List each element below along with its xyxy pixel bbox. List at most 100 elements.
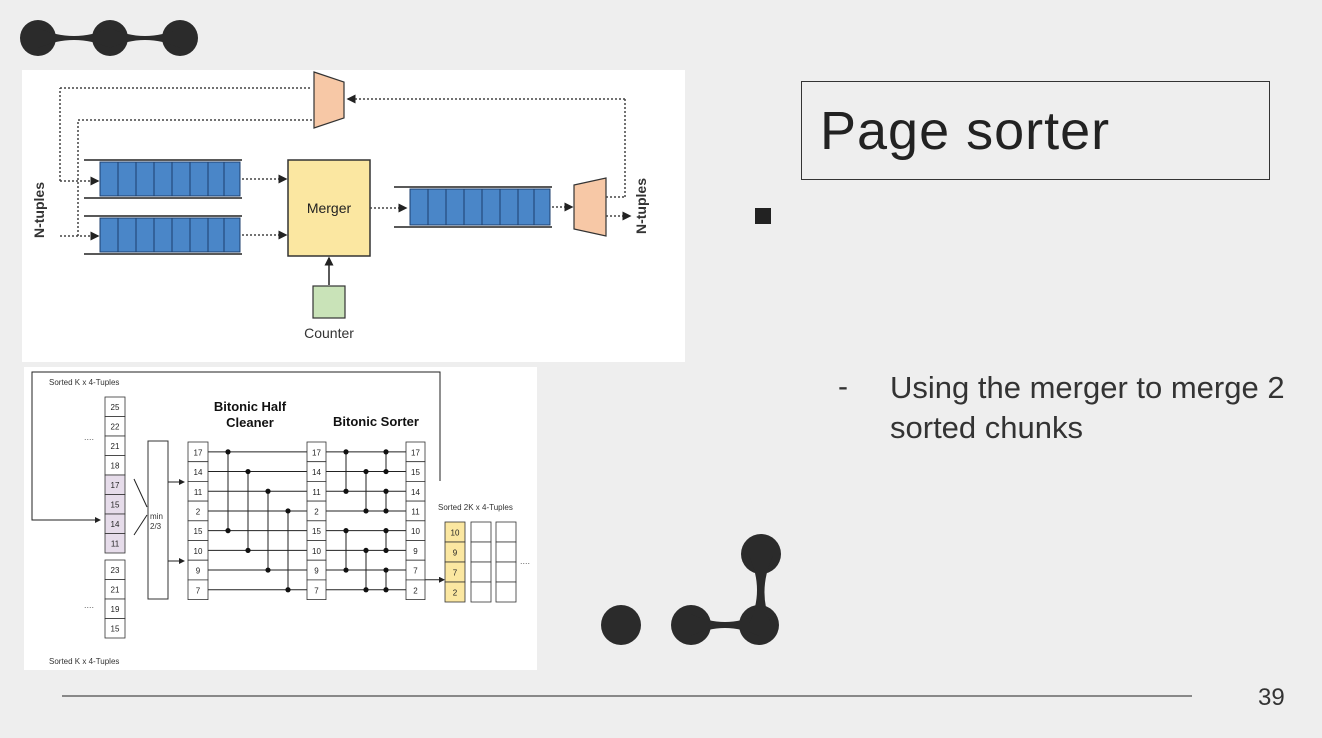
output-demux [573, 177, 607, 237]
sorter-output-value: 10 [411, 527, 420, 536]
sub-bullet-text: Using the merger to merge 2 sorted chunk… [890, 370, 1285, 445]
comparator-node [343, 449, 349, 455]
decorative-dots-top [20, 20, 198, 56]
comparator-node [363, 468, 369, 475]
bullet-square-icon [755, 208, 771, 224]
comparator-node [285, 587, 291, 593]
comparator-node [343, 567, 349, 573]
input-tuple-value: 11 [111, 540, 120, 549]
comparator-node [343, 528, 349, 534]
half-cleaner-label-2: Cleaner [226, 415, 274, 430]
input-tuple-cell [104, 618, 126, 639]
half-cleaner-input-cell [187, 579, 209, 600]
sorter-output-cell [405, 579, 426, 600]
merged-output-cell [444, 581, 466, 603]
sorter-output-value: 2 [413, 586, 418, 595]
empty-output-cell [470, 541, 492, 563]
page-number: 39 [1258, 684, 1285, 711]
comparator-network [225, 449, 389, 593]
input-tuple-value: 23 [111, 566, 120, 575]
empty-output-cell [470, 561, 492, 583]
bitonic-sorter-label: Bitonic Sorter [333, 414, 419, 429]
input-queue-2 [84, 215, 242, 255]
half-cleaner-input-value: 17 [194, 448, 203, 457]
decorative-dots-bottom [601, 534, 781, 645]
merged-output-value: 10 [451, 529, 460, 538]
half-cleaner-input-value: 14 [194, 468, 203, 477]
merged-output-value: 2 [453, 589, 458, 598]
ellipsis-output: .... [520, 556, 530, 566]
half-cleaner-output-cell [306, 579, 327, 600]
counter-label: Counter [304, 325, 354, 341]
input-tuple-value: 19 [111, 605, 120, 614]
bitonic-sorter-diagram: Sorted K x 4-Tuples Sorted K x 4-Tuples … [24, 367, 537, 670]
half-cleaner-output-value: 10 [312, 547, 321, 556]
input-tuple-value: 17 [111, 481, 120, 490]
input-tuple-cell [104, 533, 126, 554]
half-cleaner-output-value: 17 [312, 448, 321, 457]
min-label-1: min [150, 512, 163, 521]
input-queue-1 [84, 159, 242, 199]
input-caption-top: Sorted K x 4-Tuples [49, 378, 119, 387]
half-cleaner-output-value: 15 [312, 527, 321, 536]
half-cleaner-output-value: 11 [312, 488, 321, 497]
empty-output-cell [470, 581, 492, 603]
comparator-node [383, 508, 389, 514]
min-label-2: 2/3 [150, 522, 162, 531]
merger-block-diagram: N-tuples [22, 70, 685, 362]
bitonic-diagram-svg: Sorted K x 4-Tuples Sorted K x 4-Tuples … [31, 371, 530, 666]
input-tuple-value: 21 [111, 586, 120, 595]
sorter-output-value: 9 [413, 547, 418, 556]
comparator-node [285, 508, 291, 514]
input-label: N-tuples [31, 182, 47, 238]
half-cleaner-label-1: Bitonic Half [214, 399, 287, 414]
merger-diagram-svg: N-tuples [31, 71, 649, 341]
half-cleaner-input-value: 9 [196, 567, 201, 576]
input-tuple-value: 15 [111, 625, 120, 634]
output-queue [394, 186, 552, 228]
half-cleaner-output-value: 2 [314, 507, 319, 516]
ellipsis-top: .... [84, 432, 94, 442]
feedback-mux [313, 71, 345, 129]
empty-output-cell [495, 541, 517, 563]
empty-output-cell [495, 581, 517, 603]
comparator-node [363, 547, 369, 553]
counter-block [312, 285, 346, 319]
merged-output-value: 7 [453, 569, 458, 578]
sorter-output-value: 14 [411, 488, 420, 497]
merger-block [287, 159, 371, 257]
merger-label: Merger [307, 200, 352, 216]
comparator-node [383, 547, 389, 553]
sorter-output-value: 17 [411, 448, 420, 457]
output-label: N-tuples [633, 178, 649, 234]
comparator-node [383, 567, 389, 573]
comparator-node [383, 528, 389, 534]
tuple-columns: 2522211817151411232119151714112151097171… [104, 396, 517, 639]
empty-output-cell [470, 521, 492, 543]
input-tuple-value: 15 [111, 501, 120, 510]
comparator-node [225, 528, 231, 534]
input-caption-bottom: Sorted K x 4-Tuples [49, 657, 119, 666]
comparator-node [383, 587, 389, 593]
input-tuple-value: 18 [111, 462, 120, 471]
comparator-node [383, 449, 389, 455]
empty-output-cell [495, 521, 517, 543]
comparator-node [363, 587, 369, 593]
half-cleaner-output-value: 14 [312, 468, 321, 477]
comparator-node [245, 468, 251, 475]
input-tuple-value: 21 [111, 442, 120, 451]
input-tuple-value: 22 [111, 423, 120, 432]
merged-output-value: 9 [453, 549, 458, 558]
output-caption: Sorted 2K x 4-Tuples [438, 503, 513, 512]
sorter-output-value: 15 [411, 468, 420, 477]
half-cleaner-input-value: 7 [196, 586, 201, 595]
sorter-output-value: 11 [411, 507, 420, 516]
half-cleaner-input-value: 15 [194, 527, 203, 536]
sorter-output-value: 7 [413, 567, 418, 576]
comparator-node [265, 488, 271, 494]
comparator-node [383, 488, 389, 494]
ellipsis-bottom: .... [84, 600, 94, 610]
comparator-node [363, 508, 369, 514]
input-tuple-value: 25 [111, 403, 120, 412]
sub-bullet-dash: - [838, 370, 848, 403]
